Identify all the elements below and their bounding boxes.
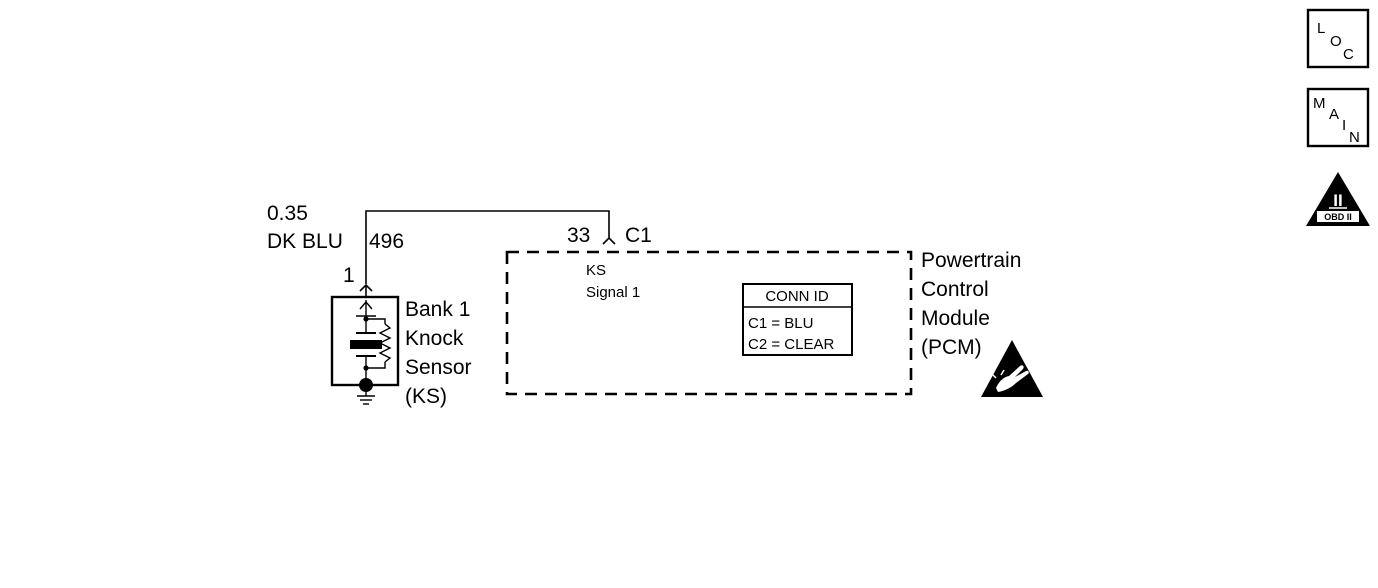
pcm-name-line-3: Module — [921, 307, 990, 330]
pcm-signal-line-1: KS — [586, 262, 606, 279]
sensor-pin-chevron — [359, 283, 373, 292]
obd-numeral: II — [1333, 191, 1342, 210]
pcm-pin-label: 33 — [567, 224, 590, 247]
conn-id-title: CONN ID — [765, 288, 829, 305]
wire-circuit-label: 496 — [369, 230, 404, 253]
main-button-char-1: M — [1313, 95, 1326, 112]
loc-button-char-3: C — [1343, 46, 1354, 63]
pcm-name-line-4: (PCM) — [921, 336, 982, 359]
wire-496 — [365, 210, 610, 284]
loc-button[interactable]: L O C — [1306, 8, 1370, 69]
pcm-boundary — [505, 250, 913, 396]
main-button-char-4: N — [1349, 129, 1360, 146]
knock-sensor-symbol — [330, 295, 400, 405]
main-button-char-2: A — [1329, 106, 1339, 123]
wire-size-label: 0.35 — [267, 202, 308, 225]
esd-warning-icon — [981, 340, 1043, 397]
wire-color-label: DK BLU — [267, 230, 343, 253]
conn-id-box: CONN ID C1 = BLU C2 = CLEAR — [742, 283, 853, 356]
pcm-name-line-1: Powertrain — [921, 249, 1021, 272]
conn-id-row-2: C2 = CLEAR — [748, 336, 834, 353]
loc-button-char-1: L — [1317, 20, 1325, 37]
sensor-name-line-1: Bank 1 — [405, 298, 470, 321]
sensor-name-line-3: Sensor — [405, 356, 472, 379]
obd-label: OBD II — [1324, 212, 1352, 222]
pcm-connector-label: C1 — [625, 224, 652, 247]
loc-button-char-2: O — [1330, 33, 1342, 50]
sensor-name-line-4: (KS) — [405, 385, 447, 408]
conn-id-row-1: C1 = BLU — [748, 315, 813, 332]
main-button-char-3: I — [1342, 117, 1346, 134]
pcm-name-line-2: Control — [921, 278, 989, 301]
pcm-signal-line-2: Signal 1 — [586, 284, 640, 301]
main-button[interactable]: M A I N — [1306, 87, 1370, 148]
sensor-pin-label: 1 — [343, 264, 355, 287]
pcm-pin-chevron — [602, 236, 616, 245]
obd-ii-button[interactable]: II OBD II — [1306, 172, 1370, 226]
sensor-name-line-2: Knock — [405, 327, 464, 350]
